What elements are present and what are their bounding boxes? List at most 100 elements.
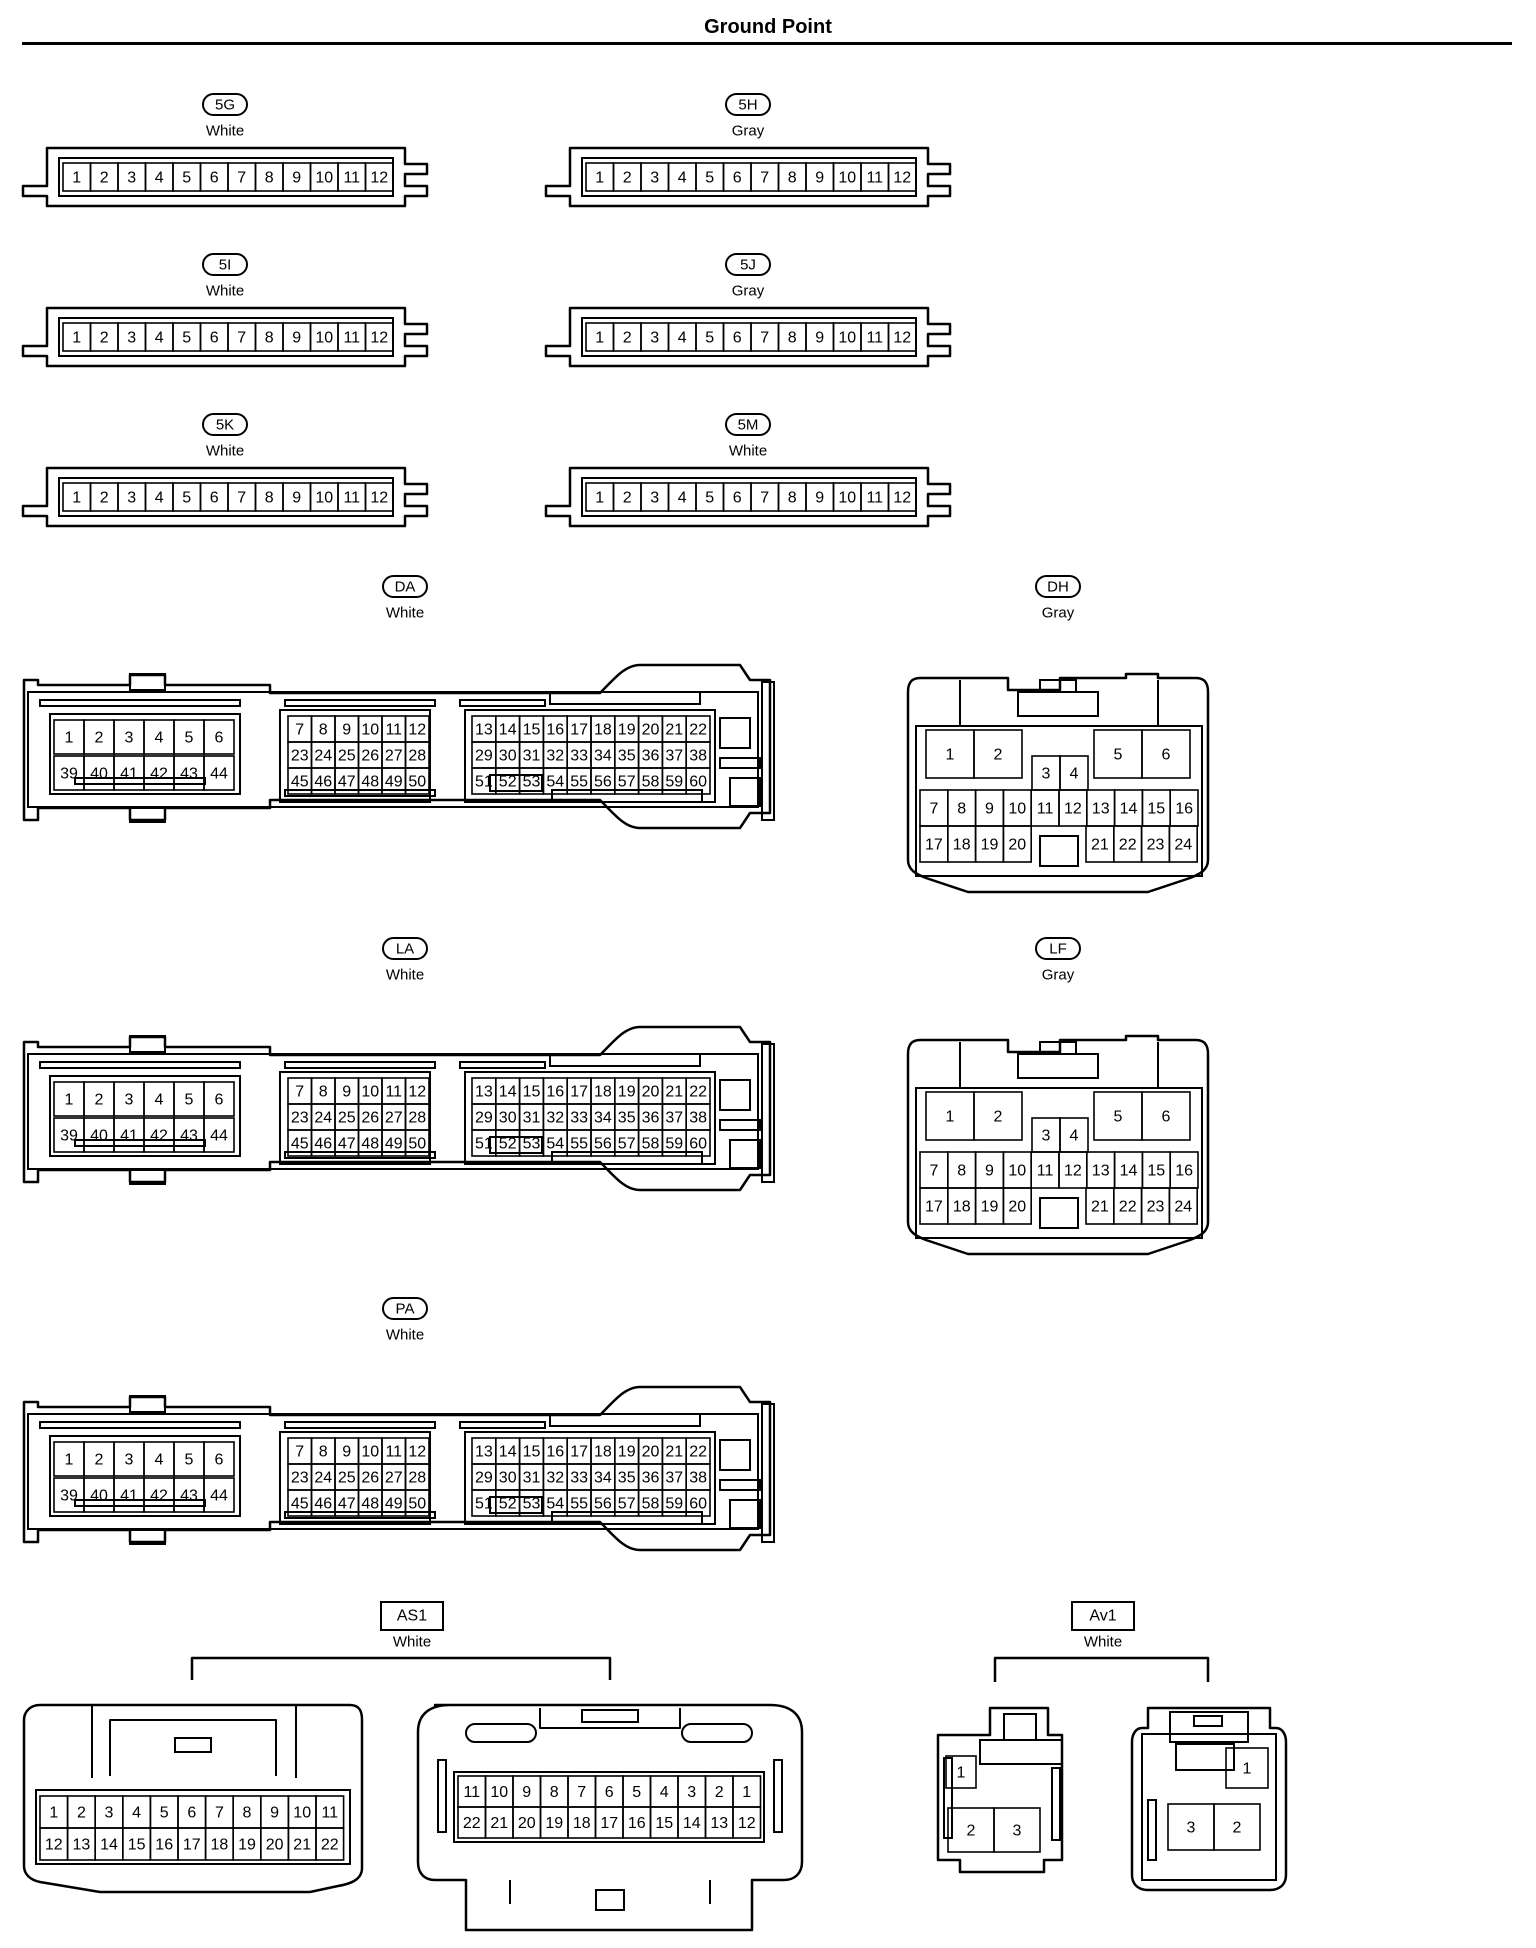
pin-number: 10 — [361, 722, 379, 739]
pin-cell: 5 — [695, 162, 725, 192]
pin-number: 49 — [385, 1496, 403, 1513]
pin-number: 10 — [361, 1084, 379, 1101]
pin-number: 12 — [408, 1084, 426, 1101]
pin-cell: 11 — [381, 1077, 407, 1105]
pin-number: 36 — [642, 1110, 660, 1127]
connector-id-label: Av1 — [1089, 1608, 1116, 1625]
pin-number: 45 — [291, 1496, 309, 1513]
pin-cell: 22 — [1113, 825, 1143, 863]
pin-number: 8 — [957, 1163, 966, 1180]
pin-number: 60 — [689, 1136, 707, 1153]
pin-number: 8 — [319, 1084, 328, 1101]
pin-number: 31 — [523, 1470, 541, 1487]
pin-cell: 3 — [640, 482, 670, 512]
pin-number: 44 — [210, 1488, 228, 1505]
pin-number: 5 — [182, 490, 191, 507]
pin-cell: 27 — [381, 1103, 407, 1131]
pin-cell: 56 — [590, 767, 616, 795]
pin-number: 5 — [632, 1784, 641, 1801]
pin-number: 1 — [1243, 1761, 1252, 1778]
pin-cell: 7 — [204, 1795, 235, 1829]
pin-number: 17 — [570, 1084, 588, 1101]
pin-number: 9 — [270, 1805, 279, 1822]
pin-number: 15 — [655, 1815, 673, 1832]
pin-cell: 27 — [381, 1463, 407, 1491]
pin-number: 34 — [594, 748, 612, 765]
pin-cell: 24 — [310, 741, 336, 769]
pin-cell: 6 — [199, 322, 229, 352]
pin-cell: 19 — [974, 825, 1005, 863]
pin-cell: 49 — [381, 767, 407, 795]
pin-cell: 8 — [254, 322, 284, 352]
pin-number: 56 — [594, 774, 612, 791]
pin-number: 3 — [127, 330, 136, 347]
pin-cell: 6 — [199, 482, 229, 512]
pin-cell: 60 — [685, 1129, 711, 1157]
pin-cell: 3 — [117, 482, 147, 512]
pin-number: 37 — [665, 1110, 683, 1127]
pin-number: 50 — [408, 774, 426, 791]
pin-cell: 21 — [661, 715, 688, 743]
pin-cell: 25 — [334, 741, 360, 769]
pin-number: 41 — [120, 766, 138, 783]
pin-number: 15 — [1147, 801, 1165, 818]
pin-number: 4 — [155, 1092, 164, 1109]
pin-number: 16 — [546, 722, 564, 739]
pin-number: 18 — [953, 1199, 971, 1216]
pin-cell: 2 — [973, 729, 1023, 779]
pin-cell: 7 — [227, 322, 257, 352]
pin-cell: 22 — [685, 1077, 711, 1105]
pin-cell: 5 — [1093, 729, 1143, 779]
pin-number: 4 — [155, 730, 164, 747]
pin-cell: 4 — [144, 162, 174, 192]
pin-cell: 27 — [381, 741, 407, 769]
pin-cell: 12 — [887, 482, 917, 512]
pin-number: 27 — [385, 1470, 403, 1487]
pin-number: 8 — [788, 490, 797, 507]
pin-cell: 6 — [594, 1775, 624, 1808]
pin-cell: 23 — [287, 1103, 313, 1131]
pin-number: 17 — [570, 722, 588, 739]
pin-cell: 5 — [173, 1081, 205, 1117]
pin-cell: 12 — [39, 1827, 69, 1861]
pin-number: 2 — [967, 1823, 976, 1840]
pin-cell: 45 — [287, 1489, 313, 1517]
pin-number: 19 — [618, 1444, 636, 1461]
pin-number: 19 — [545, 1815, 563, 1832]
pin-number: 3 — [650, 170, 659, 187]
pin-cell: 20 — [637, 1077, 664, 1105]
connector-color-label: White — [206, 123, 244, 140]
pin-number: 32 — [546, 1110, 564, 1127]
pin-cell: 24 — [1168, 1187, 1199, 1225]
pin-cell: 45 — [287, 767, 313, 795]
pin-cell: 19 — [613, 1437, 640, 1465]
pin-number: 18 — [594, 1084, 612, 1101]
pin-number: 8 — [957, 801, 966, 818]
pin-cell: 3 — [117, 322, 147, 352]
pin-number: 23 — [291, 1110, 309, 1127]
pin-number: 42 — [150, 1488, 168, 1505]
pin-number: 11 — [343, 170, 360, 187]
pin-number: 4 — [155, 490, 164, 507]
pin-cell: 20 — [637, 1437, 664, 1465]
pin-number: 12 — [893, 330, 911, 347]
pin-cell: 60 — [685, 1489, 711, 1517]
pin-number: 50 — [408, 1136, 426, 1153]
pin-number: 2 — [1233, 1820, 1242, 1837]
pin-cell: 49 — [381, 1129, 407, 1157]
pin-number: 11 — [343, 490, 360, 507]
pin-number: 7 — [577, 1784, 586, 1801]
pin-number: 1 — [65, 730, 74, 747]
pin-cell: 5 — [172, 482, 202, 512]
pin-cell: 15 — [518, 715, 545, 743]
pin-cell: 34 — [590, 741, 616, 769]
pin-cell: 14 — [94, 1827, 124, 1861]
pin-cell: 20 — [259, 1827, 290, 1861]
pin-number: 35 — [618, 748, 636, 765]
pin-cell: 23 — [1140, 1187, 1171, 1225]
pin-cell: 13 — [471, 715, 497, 743]
pin-cell: 2 — [83, 1441, 115, 1477]
pin-cell: 47 — [334, 1129, 360, 1157]
